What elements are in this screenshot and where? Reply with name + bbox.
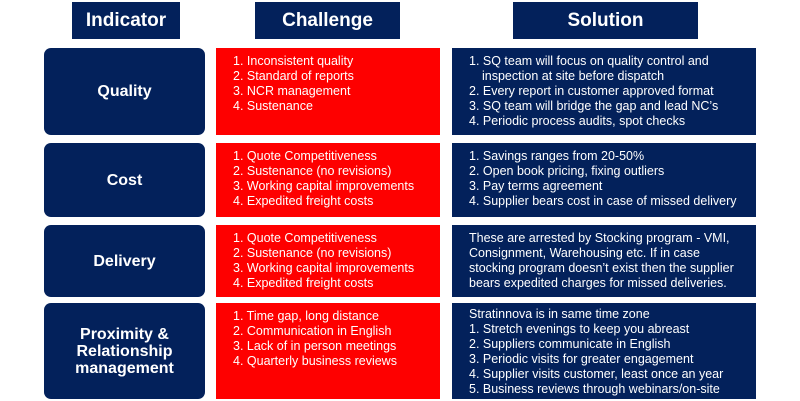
challenge-item: 3. Working capital improvements [233, 179, 415, 193]
solution-item: 2. Open book pricing, fixing outliers [469, 164, 665, 178]
solution-item: inspection at site before dispatch [482, 69, 665, 83]
solution-item: 2. Every report in customer approved for… [469, 84, 714, 98]
challenge-item: 1. Inconsistent quality [233, 54, 354, 68]
solution-quality: 1. SQ team will focus on quality control… [452, 48, 756, 135]
challenge-item: 4. Expedited freight costs [233, 194, 374, 208]
challenge-item: 2. Sustenance (no revisions) [233, 246, 392, 260]
solution-item: Stratinnova is in same time zone [469, 307, 650, 321]
indicator-line: Relationship [76, 342, 173, 360]
challenge-item: 2. Sustenance (no revisions) [233, 164, 392, 178]
solution-item: These are arrested by Stocking program -… [469, 231, 730, 245]
challenge-item: 3. Working capital improvements [233, 261, 415, 275]
solution-item: 4. Supplier visits customer, least once … [469, 367, 724, 381]
solution-item: 3. SQ team will bridge the gap and lead … [469, 99, 719, 113]
solution-item: 3. Pay terms agreement [469, 179, 603, 193]
challenge-item: 3. Lack of in person meetings [233, 339, 397, 353]
challenge-item: 2. Standard of reports [233, 69, 354, 83]
header-challenge: Challenge [255, 2, 400, 39]
indicator-line: Proximity & [80, 325, 169, 343]
solution-item: 1. Savings ranges from 20-50% [469, 149, 645, 163]
solution-item: stocking program doesn’t exist then the … [469, 261, 734, 275]
header-solution: Solution [513, 2, 698, 39]
solution-proximity-relationship: Stratinnova is in same time zone 1. Stre… [452, 303, 756, 399]
challenge-delivery: 1. Quote Competitiveness 2. Sustenance (… [216, 225, 440, 297]
solution-item: 2. Suppliers communicate in English [469, 337, 671, 351]
challenge-cost: 1. Quote Competitiveness 2. Sustenance (… [216, 143, 440, 217]
header-indicator: Indicator [72, 2, 180, 39]
challenge-item: 3. NCR management [233, 84, 351, 98]
challenge-item: 4. Sustenance [233, 99, 313, 113]
solution-item: 1. SQ team will focus on quality control… [469, 54, 709, 68]
challenge-quality: 1. Inconsistent quality 2. Standard of r… [216, 48, 440, 135]
challenge-item: 1. Quote Competitiveness [233, 231, 377, 245]
indicator-proximity-relationship: Proximity & Relationship management [44, 303, 205, 399]
indicator-quality: Quality [44, 48, 205, 135]
solution-item: Consignment, Warehousing etc. If in case [469, 246, 700, 260]
solution-delivery: These are arrested by Stocking program -… [452, 225, 756, 297]
solution-item: 5. Business reviews through webinars/on-… [469, 382, 720, 396]
solution-item: bears expedited charges for missed deliv… [469, 276, 727, 290]
challenge-proximity-relationship: 1. Time gap, long distance 2. Communicat… [216, 303, 440, 399]
challenge-item: 2. Communication in English [233, 324, 392, 338]
solution-item: 1. Stretch evenings to keep you abreast [469, 322, 690, 336]
challenge-item: 1. Time gap, long distance [233, 309, 379, 323]
indicator-cost: Cost [44, 143, 205, 217]
challenge-item: 4. Expedited freight costs [233, 276, 374, 290]
solution-cost: 1. Savings ranges from 20-50% 2. Open bo… [452, 143, 756, 217]
solution-item: 4. Supplier bears cost in case of missed… [469, 194, 737, 208]
challenge-item: 4. Quarterly business reviews [233, 354, 397, 368]
challenge-item: 1. Quote Competitiveness [233, 149, 377, 163]
indicator-line: management [75, 359, 174, 377]
indicator-delivery: Delivery [44, 225, 205, 297]
solution-item: 3. Periodic visits for greater engagemen… [469, 352, 694, 366]
solution-item: 4. Periodic process audits, spot checks [469, 114, 686, 128]
